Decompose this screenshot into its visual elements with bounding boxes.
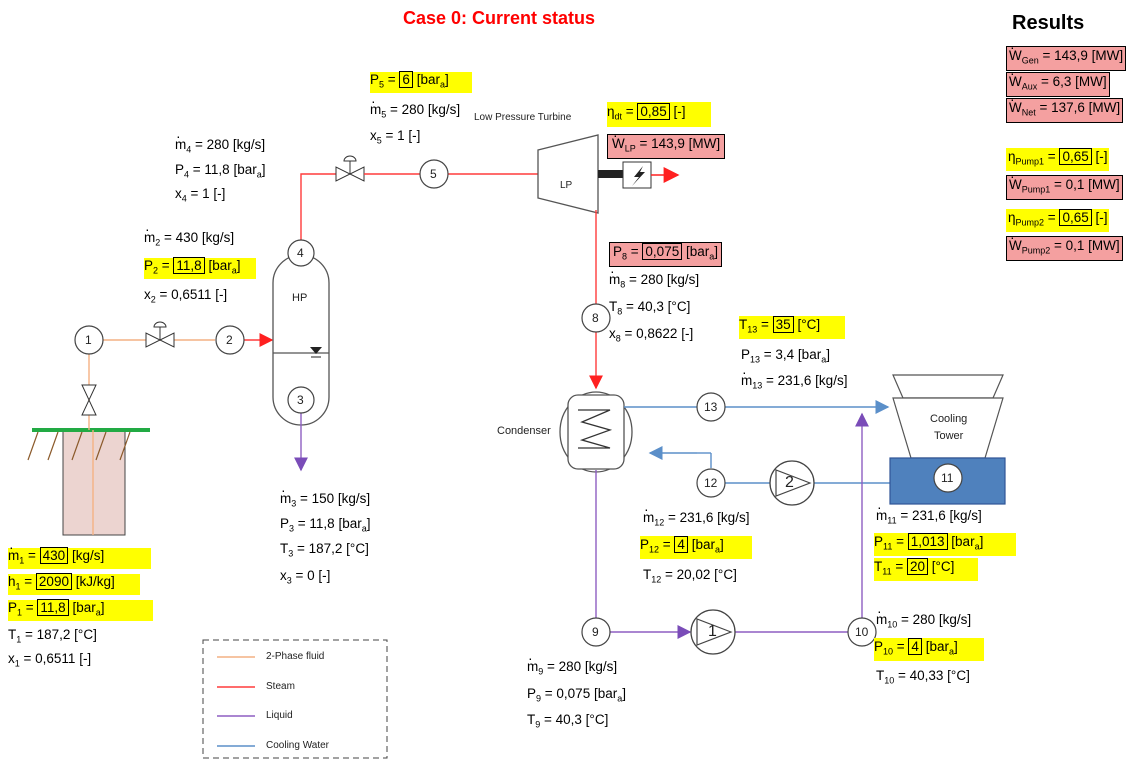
p13: P13 = 3,4 [bara] (741, 347, 830, 365)
node-9: 9 (592, 625, 599, 639)
input-p12: P12 = 4 [bara] (640, 536, 752, 559)
p11-value[interactable]: 1,013 (907, 533, 948, 550)
t1: T1 = 187,2 [°C] (8, 627, 97, 645)
m2: m2 = 430 [kg/s] (144, 221, 234, 251)
p10-value[interactable]: 4 (908, 638, 922, 655)
cooling-tower-label-2: Tower (934, 430, 964, 442)
m10: m10 = 280 [kg/s] (876, 603, 971, 633)
cooling-tower-label-1: Cooling (930, 413, 968, 425)
node-10: 10 (855, 625, 869, 639)
node-1: 1 (85, 333, 92, 347)
production-well (27, 428, 150, 536)
legend-item-two-phase: 2-Phase fluid (266, 651, 325, 662)
result-w-aux: WAux = 6,3 [MW] (1006, 65, 1110, 97)
throttle-valve-2 (335, 155, 365, 182)
p12-value[interactable]: 4 (674, 536, 688, 553)
x1: x1 = 0,6511 [-] (8, 651, 92, 669)
input-eta-pump1: ηPump1 = 0,65 [-] (1006, 148, 1110, 171)
cooling-tower (889, 374, 1006, 505)
result-w-lp: WLP = 143,9 [MW] (607, 127, 726, 159)
x8: x8 = 0,8622 [-] (609, 326, 694, 344)
pump-2 (769, 460, 815, 506)
legend-box (202, 639, 388, 759)
page-title: Case 0: Current status (403, 8, 596, 28)
input-p2: P2 = 11,8 [bara] (144, 257, 256, 279)
lp-label: LP (560, 180, 573, 191)
lp-turbine (537, 134, 680, 214)
m8: m8 = 280 [kg/s] (609, 263, 699, 293)
input-p10: P10 = 4 [bara] (874, 638, 984, 661)
p3: P3 = 11,8 [bara] (280, 516, 371, 534)
t10: T10 = 40,33 [°C] (876, 668, 970, 686)
result-w-gen: WGen = 143,9 [MW] (1006, 39, 1127, 71)
node-2: 2 (226, 333, 233, 347)
eta-pump1-value[interactable]: 0,65 (1059, 148, 1092, 165)
node-4: 4 (297, 246, 304, 260)
p8-value[interactable]: 0,075 (642, 243, 683, 260)
input-t11: T11 = 20 [°C] (874, 558, 978, 581)
pipe-4-steam (300, 173, 337, 240)
input-p1: P1 = 11,8 [bara] (8, 599, 153, 621)
m1-value[interactable]: 430 (39, 547, 69, 564)
eta-dt-value[interactable]: 0,85 (637, 103, 670, 120)
node-circles (74, 159, 963, 647)
t3: T3 = 187,2 [°C] (280, 541, 369, 559)
m9: m9 = 280 [kg/s] (527, 650, 617, 680)
m3: m3 = 150 [kg/s] (280, 482, 370, 512)
input-p5: P5 = 6 [bara] (370, 71, 472, 93)
p5-value[interactable]: 6 (399, 71, 413, 88)
t13-value[interactable]: 35 (772, 316, 794, 333)
input-h1: h1 = 2090 [kJ/kg] (8, 573, 140, 595)
input-p8: P8 = 0,075 [bara] (609, 242, 723, 267)
condenser-label: Condenser (497, 425, 551, 437)
pump2-label: 2 (785, 474, 794, 491)
t11-value[interactable]: 20 (906, 558, 929, 575)
result-w-pump2: WPump2 = 0,1 [MW] (1006, 229, 1123, 261)
t8: T8 = 40,3 [°C] (609, 299, 691, 317)
input-m1: m1 = 430 [kg/s] (8, 539, 151, 569)
input-p11: P11 = 1,013 [bara] (874, 533, 1016, 556)
legend-item-steam: Steam (266, 681, 295, 692)
m13: m13 = 231,6 [kg/s] (741, 364, 847, 394)
node-8: 8 (592, 311, 599, 325)
wellhead-valve (81, 384, 97, 416)
hp-label: HP (292, 292, 308, 304)
m5: m5 = 280 [kg/s] (370, 93, 460, 123)
throttle-valve-1 (145, 321, 175, 348)
legend-item-cooling-water: Cooling Water (266, 740, 329, 751)
m11: m11 = 231,6 [kg/s] (876, 499, 982, 529)
x5: x5 = 1 [-] (370, 128, 421, 146)
node-3: 3 (297, 393, 304, 407)
results-heading: Results (1012, 12, 1085, 34)
p1-value[interactable]: 11,8 (37, 599, 69, 616)
x3: x3 = 0 [-] (280, 568, 331, 586)
pump-1 (690, 609, 736, 655)
lp-turbine-label: Low Pressure Turbine (474, 112, 572, 123)
h1-value[interactable]: 2090 (35, 573, 72, 590)
p2-value[interactable]: 11,8 (173, 257, 205, 274)
hp-separator (272, 254, 330, 426)
legend-item-liquid: Liquid (266, 710, 293, 721)
eta-pump2-value[interactable]: 0,65 (1059, 209, 1092, 226)
m12: m12 = 231,6 [kg/s] (643, 501, 749, 531)
input-eta-dt: ηdt = 0,85 [-] (607, 102, 711, 127)
condenser (559, 391, 633, 473)
result-w-pump1: WPump1 = 0,1 [MW] (1006, 168, 1123, 200)
t9: T9 = 40,3 [°C] (527, 712, 609, 730)
input-t13: T13 = 35 [°C] (739, 316, 845, 339)
p4: P4 = 11,8 [bara] (175, 162, 266, 180)
node-13: 13 (704, 400, 718, 414)
pump1-label: 1 (708, 623, 717, 640)
node-11: 11 (941, 471, 954, 485)
result-w-net: WNet = 137,6 [MW] (1006, 91, 1124, 123)
node-5: 5 (430, 167, 437, 181)
p9: P9 = 0,075 [bara] (527, 686, 626, 704)
node-12: 12 (704, 476, 718, 490)
m4: m4 = 280 [kg/s] (175, 128, 265, 158)
x2: x2 = 0,6511 [-] (144, 287, 228, 305)
x4: x4 = 1 [-] (175, 186, 226, 204)
t12: T12 = 20,02 [°C] (643, 567, 737, 585)
input-eta-pump2: ηPump2 = 0,65 [-] (1006, 209, 1110, 232)
